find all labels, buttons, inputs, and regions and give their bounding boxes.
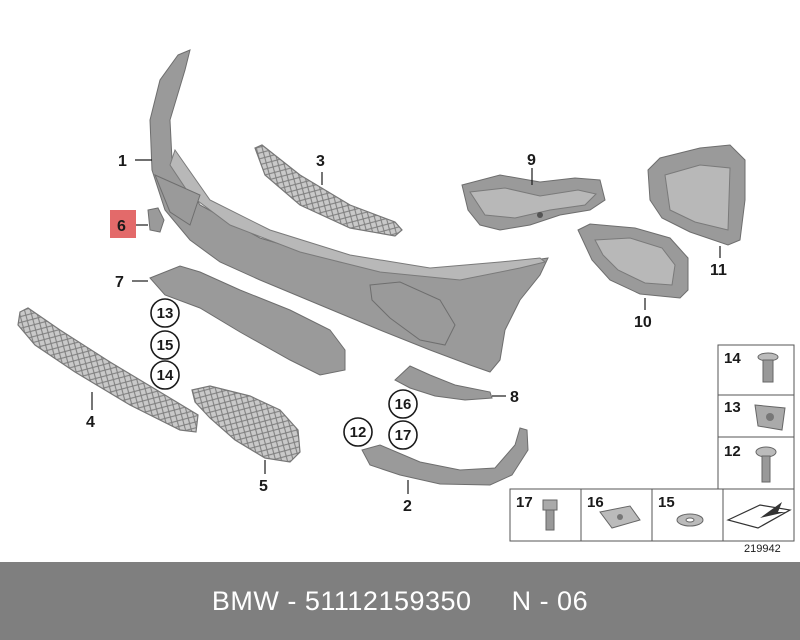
legend-label-15: 15	[658, 494, 675, 511]
bumper-cover-part[interactable]	[149, 49, 549, 373]
push-rivet-icon	[757, 352, 779, 383]
u-nut-icon	[754, 404, 786, 431]
clip-nut-icon	[599, 505, 641, 529]
lower-grille-part[interactable]	[17, 307, 199, 433]
circled-callout-16: 16	[395, 396, 412, 413]
callout-1: 1	[118, 153, 127, 170]
parts-diagram: 1 3 9 6 7 11 10 4 8 5 2 13 15 14 16 12 1…	[17, 49, 795, 555]
callout-7: 7	[115, 274, 124, 291]
bolt-icon	[542, 499, 558, 531]
trim-piece-part[interactable]	[394, 365, 493, 401]
legend-box-12	[717, 436, 795, 490]
callout-8: 8	[510, 389, 519, 406]
legend-box-14	[717, 344, 795, 396]
circled-callout-12: 12	[350, 424, 367, 441]
callout-6: 6	[117, 218, 126, 235]
side-grille-part[interactable]	[191, 385, 301, 463]
circled-callout-14: 14	[157, 367, 174, 384]
legend-label-14: 14	[724, 350, 741, 367]
circled-callout-13: 13	[157, 305, 174, 322]
screw-icon	[755, 446, 777, 483]
callout-5: 5	[259, 478, 268, 495]
callout-2: 2	[403, 498, 412, 515]
footer-brand: BMW	[211, 585, 280, 616]
part-info-footer: BMW - 51112159350 N - 06	[0, 562, 800, 640]
footer-part-number: 51112159350	[304, 585, 472, 616]
underbody-panel-part[interactable]	[149, 265, 346, 376]
circled-callout-15: 15	[157, 337, 174, 354]
circled-callouts: 13 15 14 16 12 17	[150, 298, 418, 450]
legend-label-16: 16	[587, 494, 604, 511]
legend-label-13: 13	[724, 399, 741, 416]
air-guide-box-part[interactable]	[647, 144, 746, 246]
duct-housing-part[interactable]	[577, 223, 689, 299]
footer-gap	[472, 586, 512, 617]
air-duct-part[interactable]	[461, 174, 606, 231]
diagram-reference: 219942	[744, 543, 781, 555]
leader-lines	[91, 159, 721, 494]
legend-label-17: 17	[516, 494, 533, 511]
fastener-legend: 14 13 12 17 16	[509, 344, 795, 555]
callout-10: 10	[634, 314, 652, 331]
footer-separator: -	[279, 585, 305, 616]
callout-3: 3	[316, 153, 325, 170]
upper-grille-part[interactable]	[254, 144, 403, 237]
footer-position: N - 06	[511, 585, 589, 616]
legend-label-12: 12	[724, 443, 741, 460]
callout-9: 9	[527, 152, 536, 169]
callout-4: 4	[86, 414, 95, 431]
arrow-icon	[726, 502, 792, 529]
lower-spoiler-part[interactable]	[361, 427, 529, 486]
circled-callout-17: 17	[395, 427, 412, 444]
callout-labels: 1 3 9 6 7 11 10 4 8 5 2	[86, 152, 727, 515]
clip-part-6[interactable]	[147, 207, 165, 233]
washer-icon	[676, 513, 704, 527]
callout-11: 11	[710, 262, 727, 279]
highlight-box	[110, 210, 136, 238]
